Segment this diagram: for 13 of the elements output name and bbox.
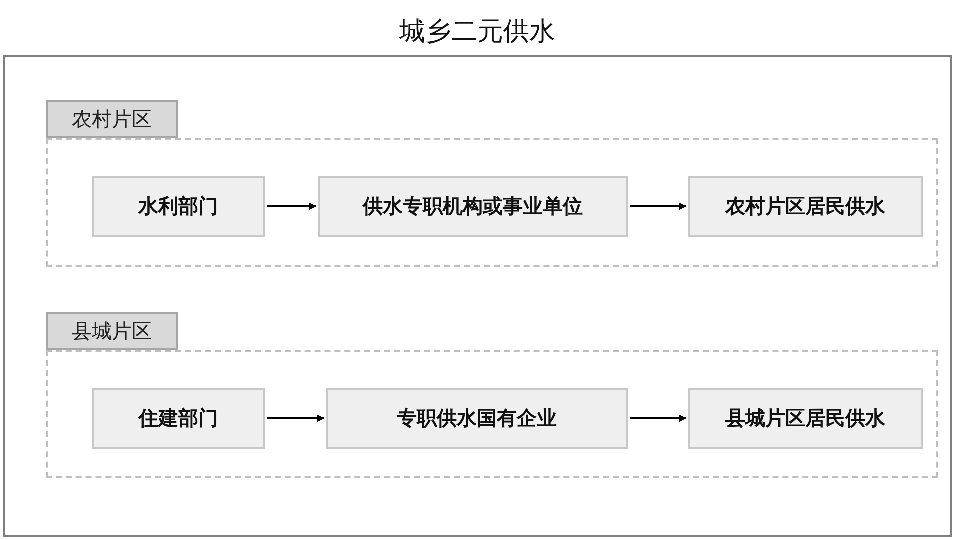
arrow: [267, 202, 317, 210]
process-box: 供水专职机构或事业单位: [318, 176, 628, 237]
process-box: 住建部门: [92, 388, 265, 449]
arrow: [630, 414, 687, 422]
diagram-title: 城乡二元供水: [398, 16, 556, 49]
section-tab: 县城片区: [46, 312, 178, 350]
section-tab: 农村片区: [46, 100, 178, 138]
arrow: [267, 414, 325, 422]
process-box: 水利部门: [92, 176, 265, 237]
process-box: 农村片区居民供水: [688, 176, 923, 237]
process-box: 县城片区居民供水: [688, 388, 923, 449]
arrow: [630, 202, 687, 210]
process-box: 专职供水国有企业: [326, 388, 628, 449]
